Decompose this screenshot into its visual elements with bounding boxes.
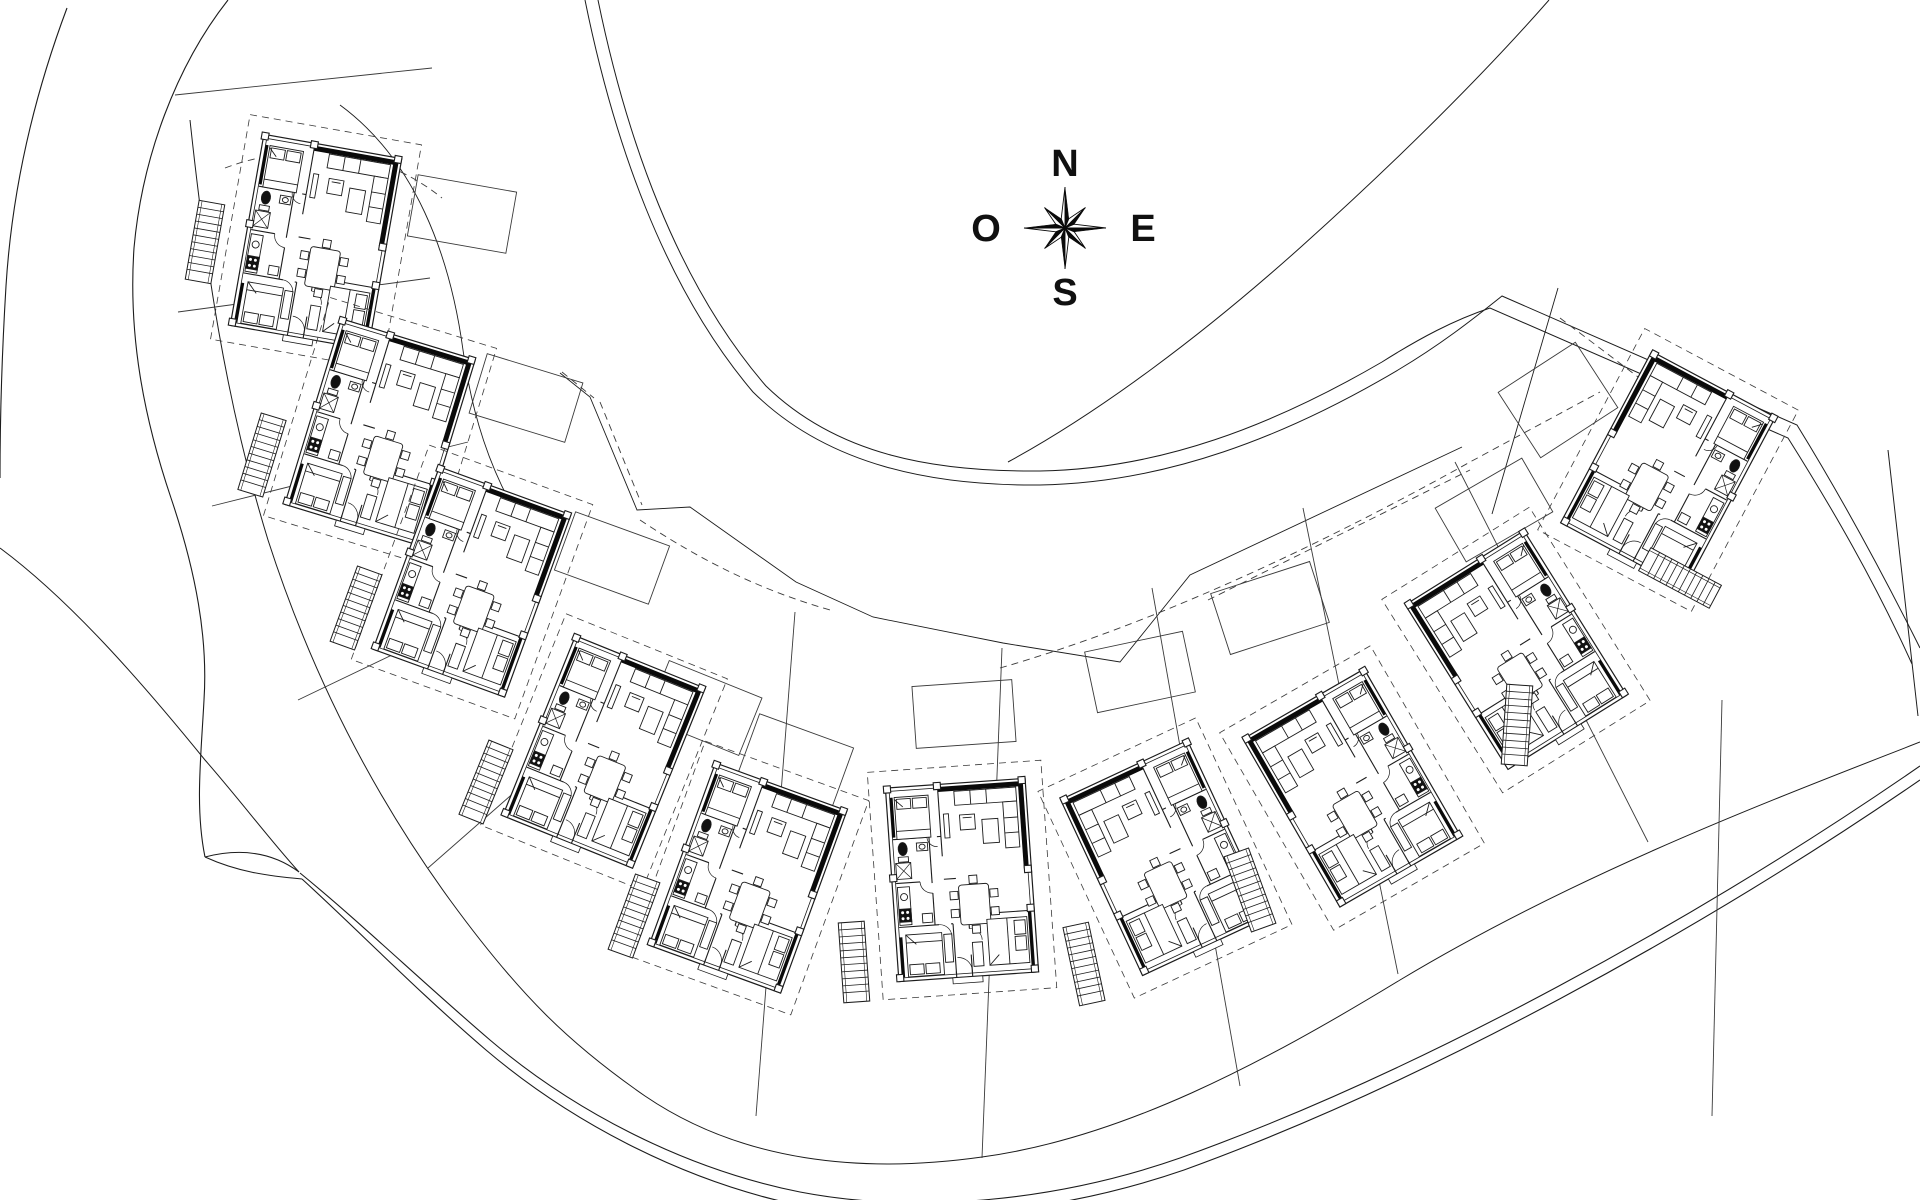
leftarm-dashed-2 <box>599 401 643 506</box>
plot-divider-h10-road-line <box>1711 699 1723 1117</box>
compass-label-east: E <box>1130 208 1155 250</box>
setback-dashed-lines <box>224 151 1696 669</box>
terrace-10 <box>1497 341 1619 459</box>
house-1-setback-line <box>210 114 422 370</box>
plot-divider-h1-plot-top <box>174 67 433 96</box>
terrace-8 <box>1210 560 1330 656</box>
terrace-3 <box>553 511 671 605</box>
compass-point-light <box>1064 223 1107 229</box>
hammerhead-cusp-lower <box>204 856 303 880</box>
compass-point-light <box>1064 227 1070 270</box>
compass-label-south: S <box>1052 272 1077 314</box>
leftarm-dashed-1 <box>561 371 595 399</box>
compass-point-light <box>1064 227 1086 249</box>
terrace-7 <box>1084 630 1196 714</box>
compass-point-light <box>1023 227 1066 233</box>
plots-back-line <box>559 372 1463 663</box>
terrace-1 <box>406 174 518 254</box>
house-9 <box>1381 506 1651 794</box>
road-inner-edge <box>189 119 1920 1165</box>
park-road-edge-1 <box>584 0 1920 649</box>
compass-point-light <box>1044 207 1066 229</box>
house-6-setback-line <box>866 759 1058 1001</box>
b-line-dashed <box>1207 469 1471 601</box>
house-9-setback-line <box>1381 506 1651 794</box>
terrace-6 <box>911 679 1017 749</box>
right-boundary <box>1887 449 1919 717</box>
stairs-6 <box>837 920 871 1004</box>
outer-left-boundary <box>0 7 68 479</box>
hammerhead-dashed-arc <box>224 151 443 199</box>
compass-star-icon <box>1023 186 1107 270</box>
road-outer-edge-1 <box>299 765 1920 1200</box>
house-6-floorplan <box>883 776 1039 987</box>
compass-point-light <box>1064 207 1086 229</box>
stairs-9 <box>1500 683 1534 767</box>
topright-boundary <box>1007 0 1550 463</box>
hammerhead-left-edge <box>132 0 229 858</box>
park-road-edge-2 <box>597 0 1913 665</box>
hammerhead-cusp-upper <box>204 851 300 873</box>
h10-ne-dashed <box>1559 317 1696 421</box>
h10-plot-west-edge <box>1491 287 1559 515</box>
road-outer-edge-2 <box>301 779 1920 1200</box>
terrace-9 <box>1434 457 1554 563</box>
west-road-link <box>0 547 300 873</box>
terrace-2 <box>468 353 584 443</box>
compass-label-west: O <box>971 208 1001 250</box>
rightarm-front-dashed <box>999 391 1601 669</box>
house-1 <box>210 114 422 370</box>
compass-point-light <box>1044 227 1066 249</box>
house-6 <box>866 759 1058 1001</box>
entry-dashed <box>639 519 831 611</box>
compass-label-north: N <box>1051 143 1078 185</box>
compass-rose: N E S O <box>971 143 1155 314</box>
